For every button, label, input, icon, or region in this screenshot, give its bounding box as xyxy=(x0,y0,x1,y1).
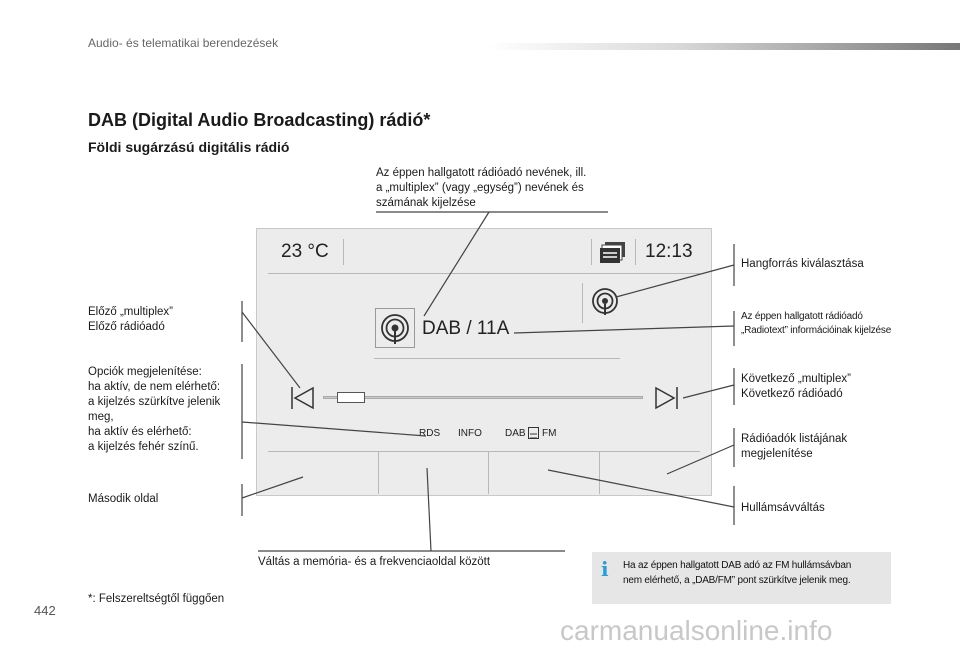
divider xyxy=(488,451,489,494)
divider xyxy=(378,451,379,494)
source-icon[interactable] xyxy=(588,284,622,323)
frequency-slider[interactable] xyxy=(323,396,643,399)
divider xyxy=(268,451,700,452)
divider xyxy=(343,239,344,265)
station-name: DAB / 11A xyxy=(422,318,510,339)
dab-fm-fm-label[interactable]: FM xyxy=(542,428,557,439)
callout-source: Hangforrás kiválasztása xyxy=(741,258,864,270)
info-text: Ha az éppen hallgatott DAB adó az FM hul… xyxy=(623,560,852,586)
clock-display: 12:13 xyxy=(645,241,693,262)
dab-fm-toggle-icon[interactable] xyxy=(528,427,539,439)
header-divider xyxy=(488,43,960,50)
divider xyxy=(599,451,600,494)
callout-previous: Előző „multiplex” Előző rádióadó xyxy=(88,306,173,333)
info-button[interactable]: INFO xyxy=(458,428,482,439)
callout-second-page: Második oldal xyxy=(88,493,159,505)
divider xyxy=(374,358,620,359)
dab-station-icon xyxy=(375,308,415,348)
page-title: DAB (Digital Audio Broadcasting) rádió* xyxy=(88,110,431,130)
callout-list: Rádióadók listájának megjelenítése xyxy=(741,433,848,460)
temperature-display: 23 °C xyxy=(281,241,329,262)
slider-handle[interactable] xyxy=(337,392,365,403)
divider xyxy=(582,283,583,323)
divider xyxy=(635,239,636,265)
callout-memory: Váltás a memória- és a frekvenciaoldal k… xyxy=(258,556,491,568)
footnote: *: Felszereltségtől függően xyxy=(88,593,225,605)
menu-icon[interactable] xyxy=(599,240,627,269)
page-number: 442 xyxy=(34,603,56,618)
callout-station-name: Az éppen hallgatott rádióadó nevének, il… xyxy=(376,167,587,209)
callout-next: Következő „multiplex” Következő rádióadó xyxy=(741,373,851,400)
info-icon: i xyxy=(601,557,609,581)
dab-fm-dab-label[interactable]: DAB xyxy=(505,428,526,439)
rds-button[interactable]: RDS xyxy=(419,428,441,439)
info-box xyxy=(592,552,891,604)
watermark: carmanualsonline.info xyxy=(560,615,833,646)
callout-band: Hullámsávváltás xyxy=(741,502,825,514)
callout-radiotext: Az éppen hallgatott rádióadó „Radiotext”… xyxy=(741,311,892,336)
divider xyxy=(591,239,592,265)
section-header: Audio- és telematikai berendezések xyxy=(88,36,279,50)
divider xyxy=(268,273,700,274)
callout-options: Opciók megjelenítése: ha aktív, de nem e… xyxy=(88,366,221,453)
next-icon[interactable] xyxy=(653,385,679,416)
page-subtitle: Földi sugárzású digitális rádió xyxy=(88,139,290,155)
previous-icon[interactable] xyxy=(290,385,316,416)
